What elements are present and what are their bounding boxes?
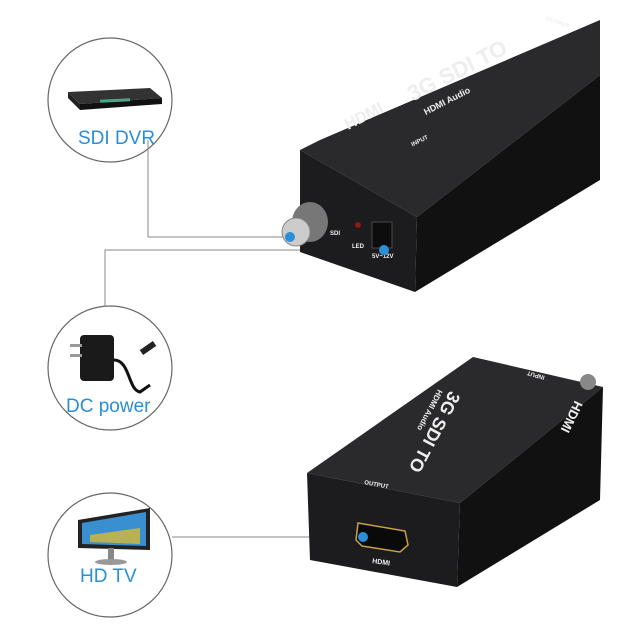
converter-device-top: HDMI 3G SDI TO HDMI Audio INPUT OUTPUT S… bbox=[281, 16, 600, 292]
converter-device-bottom: 3G SDI TO HDMI Audio HDMI INPUT OUTPUT H… bbox=[307, 357, 603, 587]
sdi-port-marker bbox=[285, 232, 295, 242]
power-cable-line bbox=[104, 249, 383, 306]
sdi-cable-line bbox=[147, 140, 288, 238]
power-port-marker bbox=[379, 245, 389, 255]
hd-tv-label: HD TV bbox=[80, 566, 137, 587]
sdi-dvr-label: SDI DVR bbox=[78, 128, 156, 149]
output-label: OUTPUT bbox=[544, 16, 570, 30]
hdmi-port bbox=[355, 522, 409, 553]
dc-power-label: DC power bbox=[66, 396, 151, 417]
dvr-recorder-icon bbox=[68, 88, 162, 110]
hdmi-port-marker bbox=[358, 532, 368, 542]
led-indicator bbox=[355, 222, 361, 228]
sdi-port-label: SDI bbox=[330, 231, 340, 237]
monitor-icon bbox=[78, 508, 150, 565]
power-port-label: 5V~12V bbox=[372, 254, 394, 260]
input-label: INPUT bbox=[526, 369, 545, 380]
power-adapter-icon bbox=[70, 335, 157, 394]
output-label: OUTPUT bbox=[364, 480, 390, 491]
hdmi-port-label: HDMI bbox=[372, 558, 391, 567]
led-label: LED bbox=[352, 244, 365, 250]
